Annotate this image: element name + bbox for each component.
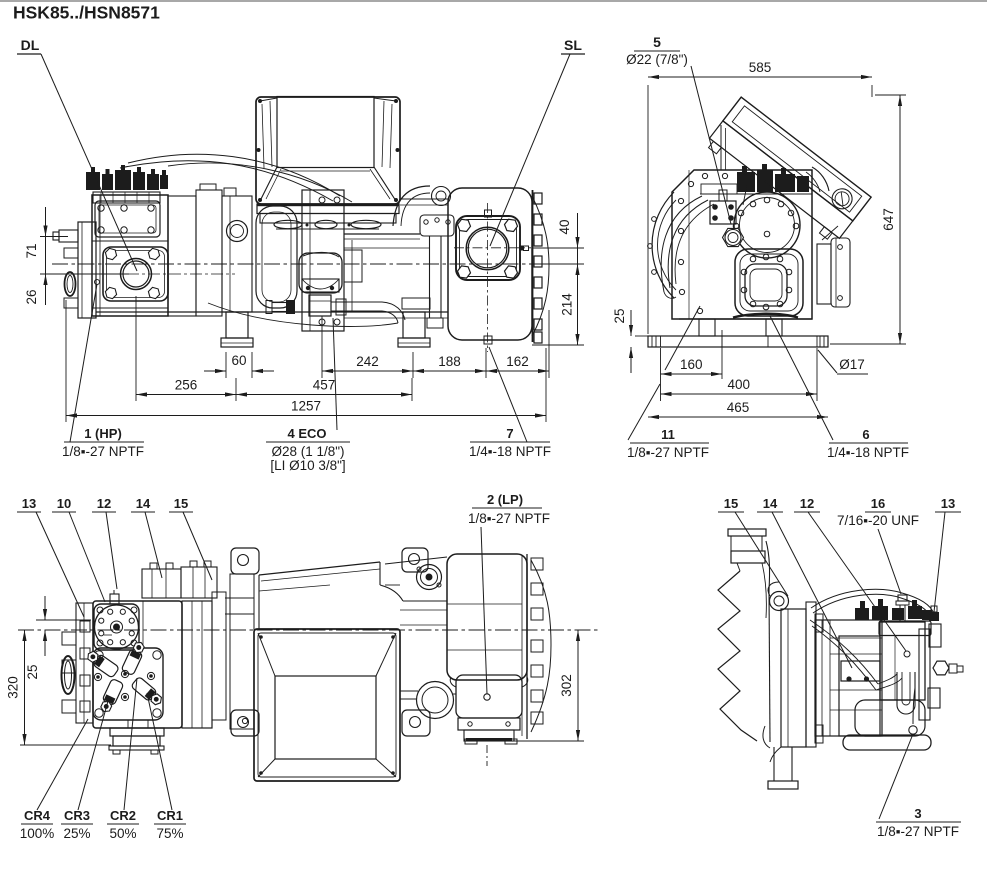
svg-text:647: 647 xyxy=(881,208,896,231)
svg-text:1 (HP): 1 (HP) xyxy=(84,426,122,441)
svg-text:HSK85../HSN8571: HSK85../HSN8571 xyxy=(13,3,160,23)
svg-text:457: 457 xyxy=(313,378,336,393)
svg-text:1/4▪-18 NPTF: 1/4▪-18 NPTF xyxy=(827,445,909,460)
svg-text:7: 7 xyxy=(506,426,513,441)
svg-text:Ø22 (7/8"): Ø22 (7/8") xyxy=(626,52,688,67)
svg-text:14: 14 xyxy=(136,496,151,511)
svg-text:302: 302 xyxy=(559,674,574,697)
svg-text:2 (LP): 2 (LP) xyxy=(487,492,523,507)
svg-text:12: 12 xyxy=(97,496,111,511)
svg-text:CR1: CR1 xyxy=(157,808,183,823)
svg-text:7/16▪-20 UNF: 7/16▪-20 UNF xyxy=(837,513,919,528)
svg-text:[LI Ø10 3/8"]: [LI Ø10 3/8"] xyxy=(270,458,345,473)
svg-text:585: 585 xyxy=(749,60,772,75)
svg-text:75%: 75% xyxy=(156,826,183,841)
svg-text:320: 320 xyxy=(6,676,21,699)
svg-text:25%: 25% xyxy=(63,826,90,841)
svg-text:12: 12 xyxy=(800,496,814,511)
svg-text:1/4▪-18 NPTF: 1/4▪-18 NPTF xyxy=(469,444,551,459)
svg-text:Ø28 (1 1/8"): Ø28 (1 1/8") xyxy=(271,444,344,459)
svg-text:160: 160 xyxy=(680,357,703,372)
svg-text:Ø17: Ø17 xyxy=(839,357,865,372)
svg-text:26: 26 xyxy=(24,289,39,304)
svg-text:11: 11 xyxy=(661,427,675,442)
svg-text:71: 71 xyxy=(24,243,39,258)
svg-text:100%: 100% xyxy=(20,826,55,841)
svg-text:465: 465 xyxy=(727,400,750,415)
svg-text:6: 6 xyxy=(862,427,869,442)
svg-text:256: 256 xyxy=(175,378,198,393)
svg-text:SL: SL xyxy=(564,37,582,53)
svg-text:CR2: CR2 xyxy=(110,808,136,823)
svg-text:50%: 50% xyxy=(109,826,136,841)
svg-text:5: 5 xyxy=(653,34,661,50)
svg-text:242: 242 xyxy=(356,354,379,369)
svg-text:1/8▪-27 NPTF: 1/8▪-27 NPTF xyxy=(627,445,709,460)
svg-text:400: 400 xyxy=(727,377,750,392)
svg-text:15: 15 xyxy=(724,496,738,511)
svg-text:13: 13 xyxy=(941,496,955,511)
svg-text:1257: 1257 xyxy=(291,399,321,414)
svg-text:188: 188 xyxy=(438,354,461,369)
svg-text:4 ECO: 4 ECO xyxy=(287,426,326,441)
svg-text:DL: DL xyxy=(21,37,40,53)
svg-text:14: 14 xyxy=(763,496,778,511)
svg-text:CR4: CR4 xyxy=(24,808,51,823)
svg-text:CR3: CR3 xyxy=(64,808,90,823)
svg-text:214: 214 xyxy=(560,293,575,316)
svg-text:40: 40 xyxy=(557,219,572,234)
svg-text:1/8▪-27 NPTF: 1/8▪-27 NPTF xyxy=(62,444,144,459)
svg-text:25: 25 xyxy=(25,664,40,679)
svg-text:3: 3 xyxy=(914,806,921,821)
svg-text:16: 16 xyxy=(871,496,885,511)
svg-text:1/8▪-27 NPTF: 1/8▪-27 NPTF xyxy=(468,511,550,526)
svg-text:1/8▪-27 NPTF: 1/8▪-27 NPTF xyxy=(877,824,959,839)
svg-text:162: 162 xyxy=(506,354,529,369)
svg-text:13: 13 xyxy=(22,496,36,511)
svg-text:10: 10 xyxy=(57,496,71,511)
svg-text:25: 25 xyxy=(612,308,627,323)
svg-text:15: 15 xyxy=(174,496,188,511)
svg-text:60: 60 xyxy=(231,353,246,368)
